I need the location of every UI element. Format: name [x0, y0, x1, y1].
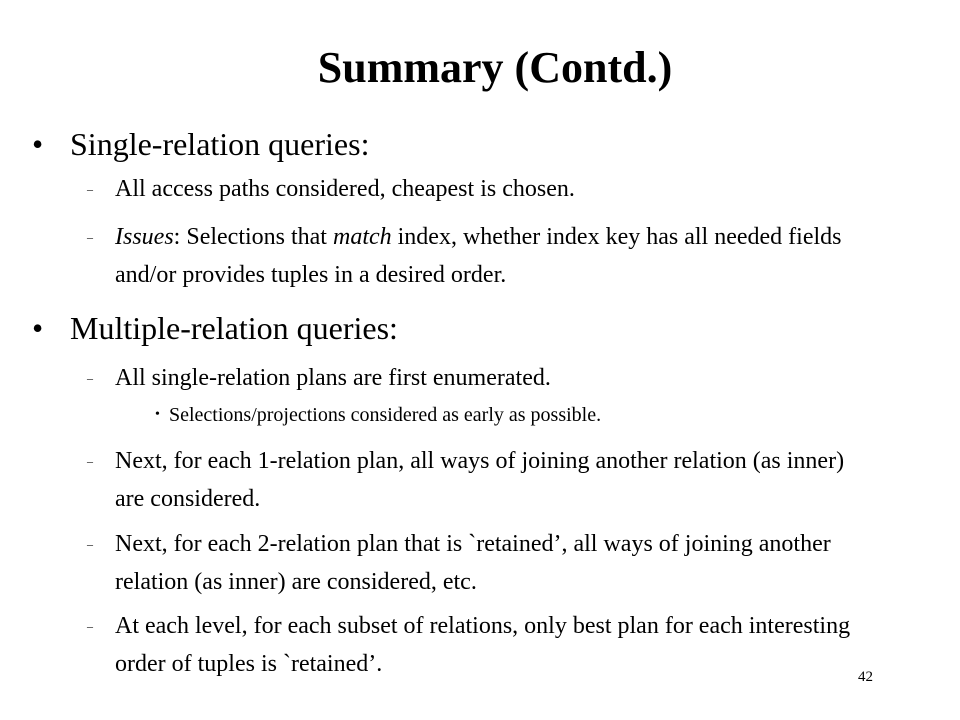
- dash-icon: –: [87, 454, 93, 468]
- issues-text-1: : Selections that: [173, 224, 333, 250]
- section-heading: Single-relation queries:: [70, 126, 370, 162]
- dash-icon: –: [87, 230, 93, 244]
- subitem-text: At each level, for each subset of relati…: [115, 613, 851, 677]
- subitem-text: Next, for each 2-relation plan that is `…: [115, 531, 831, 595]
- page-number: 42: [858, 669, 873, 685]
- subsubitem-text: Selections/projections considered as ear…: [169, 404, 602, 426]
- subitem-each-level: – At each level, for each subset of rela…: [87, 607, 867, 683]
- subitem-two-relation-plan: – Next, for each 2-relation plan that is…: [87, 525, 867, 601]
- slide-title: Summary (Contd.): [317, 43, 673, 92]
- match-term: match: [332, 224, 392, 250]
- subitem-access-paths: – All access paths considered, cheapest …: [87, 170, 867, 208]
- dash-icon: –: [87, 371, 93, 385]
- bullet-icon: •: [155, 407, 160, 422]
- dash-icon: –: [87, 537, 93, 551]
- section-heading: Multiple-relation queries:: [70, 310, 398, 346]
- issues-text-2: index, whether index key has all needed …: [115, 224, 842, 288]
- subitem-one-relation-plan: – Next, for each 1-relation plan, all wa…: [87, 442, 867, 518]
- bullet-icon: •: [32, 310, 44, 346]
- dash-icon: –: [87, 619, 93, 633]
- subitem-issues: – Issues: Selections that match index, w…: [87, 218, 867, 294]
- issues-label: Issues: [115, 224, 174, 250]
- subitem-text: All access paths considered, cheapest is…: [115, 176, 575, 202]
- subitem-text: Next, for each 1-relation plan, all ways…: [115, 448, 845, 512]
- subsubitem-selections: • Selections/projections considered as e…: [155, 400, 601, 430]
- bullet-icon: •: [32, 126, 44, 162]
- subitem-text: Issues: Selections that match index, whe…: [115, 218, 867, 294]
- subitem-text: All single-relation plans are first enum…: [115, 365, 551, 391]
- subitem-single-plans: – All single-relation plans are first en…: [87, 359, 867, 397]
- dash-icon: –: [87, 182, 93, 196]
